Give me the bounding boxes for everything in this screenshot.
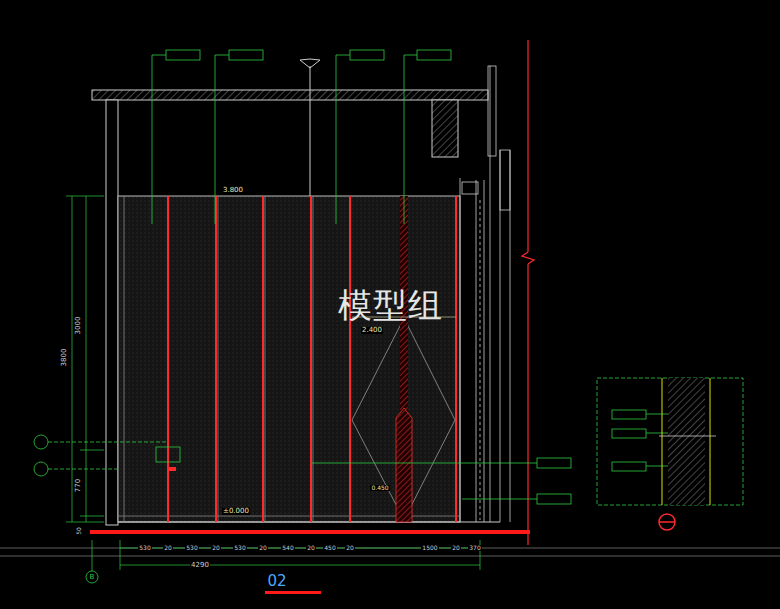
dimension: 20 — [211, 545, 221, 551]
dimension: 530 — [185, 545, 198, 551]
dimension: 20 — [163, 545, 173, 551]
watermark: 模型组 — [338, 288, 443, 322]
section-mark: B — [90, 574, 95, 581]
dimension: 3000 — [75, 315, 82, 335]
elevation-mark: 0.450 — [370, 485, 389, 491]
dimension: 530 — [233, 545, 246, 551]
elevation-mark: 2.400 — [361, 327, 383, 334]
dimension: 3800 — [61, 347, 68, 367]
dimension: 20 — [306, 545, 316, 551]
dimension: 4290 — [190, 562, 210, 569]
dimension: 20 — [345, 545, 355, 551]
dimension: 540 — [281, 545, 294, 551]
dimension: 370 — [468, 545, 481, 551]
elevation-mark: 3.800 — [222, 187, 244, 194]
dimension: 1500 — [421, 545, 438, 551]
dimension: 770 — [76, 477, 83, 492]
dimension: 530 — [138, 545, 151, 551]
dimension: 450 — [323, 545, 336, 551]
dimension: 20 — [258, 545, 268, 551]
dimension: 20 — [451, 545, 461, 551]
dimension: 50 — [76, 526, 82, 536]
drawing-title: 02 — [267, 574, 286, 589]
elevation-mark: ±0.000 — [222, 508, 250, 515]
